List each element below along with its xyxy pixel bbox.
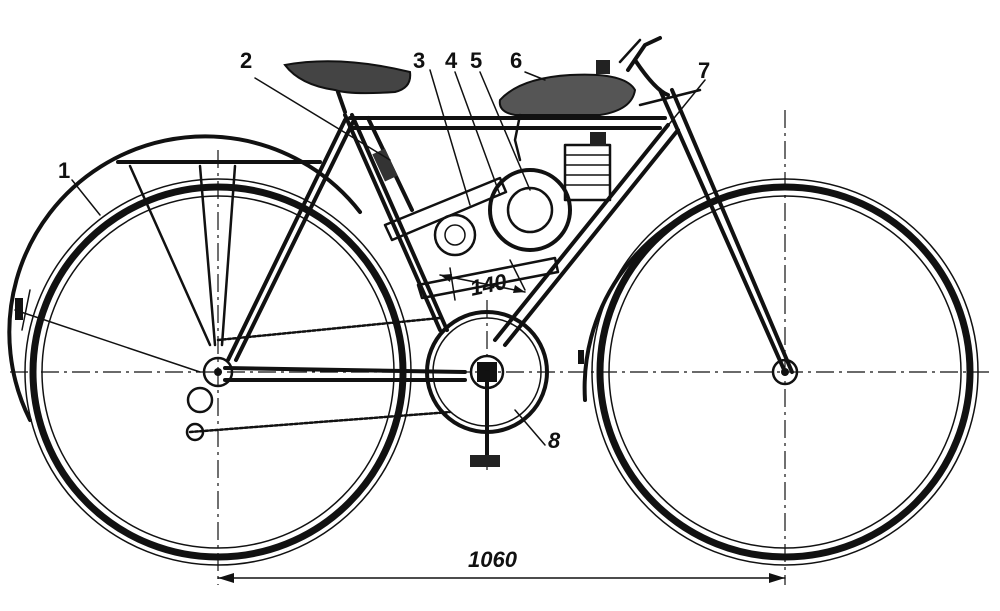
chain bbox=[185, 316, 452, 442]
callout-8: 8 bbox=[548, 428, 561, 453]
callout-4: 4 bbox=[445, 48, 458, 73]
engine-mount bbox=[383, 176, 560, 301]
pedal bbox=[470, 455, 500, 467]
dimension-wheelbase bbox=[217, 573, 786, 583]
callout-7: 7 bbox=[698, 58, 710, 83]
front-wheel bbox=[591, 178, 979, 566]
dimension-wheelbase-label: 1060 bbox=[468, 547, 518, 572]
chainring bbox=[425, 310, 549, 467]
engine bbox=[433, 132, 612, 257]
callout-5: 5 bbox=[470, 48, 482, 73]
callout-leaders bbox=[14, 69, 706, 446]
callout-6: 6 bbox=[510, 48, 522, 73]
rear-reflector bbox=[15, 298, 23, 320]
frame bbox=[223, 88, 794, 382]
rear-rack bbox=[116, 160, 322, 347]
handlebar bbox=[618, 36, 670, 97]
front-fender bbox=[582, 198, 722, 402]
callout-1: 1 bbox=[58, 158, 70, 183]
dimension-140 bbox=[439, 274, 526, 293]
rear-fender bbox=[7, 134, 362, 422]
strut bbox=[366, 116, 414, 212]
callout-3: 3 bbox=[413, 48, 425, 73]
front-reflector bbox=[578, 350, 584, 364]
saddle bbox=[283, 60, 412, 114]
callout-2: 2 bbox=[240, 48, 252, 73]
